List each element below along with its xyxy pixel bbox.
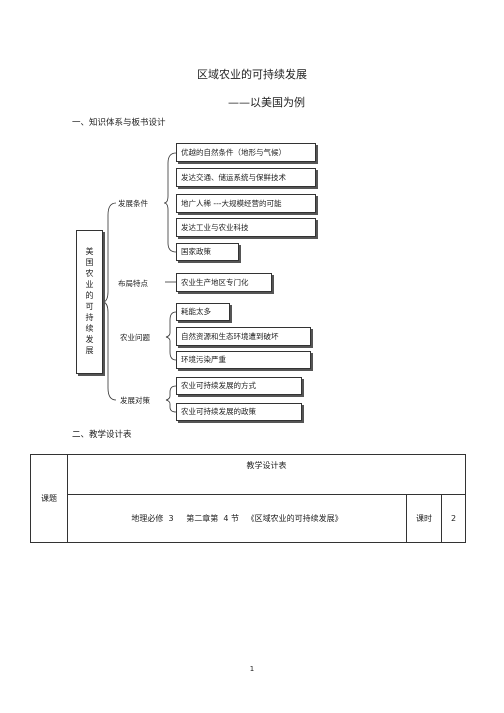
diagram-item-box: 优越的自然条件（地形与气候） bbox=[176, 143, 316, 162]
diagram-item-text: 自然资源和生态环境遭到破坏 bbox=[181, 331, 279, 341]
section-heading-2: 二、教学设计表 bbox=[72, 430, 132, 440]
section-heading-1: 一、知识体系与板书设计 bbox=[72, 118, 166, 128]
diagram-item-box: 耗能太多 bbox=[176, 303, 230, 321]
diagram-item-text: 耗能太多 bbox=[181, 307, 211, 317]
document-title: 区域农业的可持续发展 bbox=[197, 68, 307, 81]
hours-label-cell: 课时 bbox=[406, 494, 442, 543]
diagram-item-text: 发达工业与农业科技 bbox=[181, 222, 249, 232]
diagram-item-text: 农业可持续发展的政策 bbox=[181, 407, 256, 417]
diagram-item-box: 国家政策 bbox=[176, 243, 239, 261]
document-subtitle: ——以美国为例 bbox=[228, 96, 305, 109]
diagram-item-text: 国家政策 bbox=[181, 247, 211, 257]
diagram-item-box: 发达工业与农业科技 bbox=[176, 218, 316, 237]
table-header-cell: 教学设计表 bbox=[67, 454, 466, 495]
diagram-item-text: 农业生产地区专门化 bbox=[181, 277, 249, 287]
diagram-item-text: 优越的自然条件（地形与气候） bbox=[181, 147, 286, 157]
teaching-design-table: 课题 教学设计表 地理必修 3 第二章第 4 节 《区域农业的可持续发展》 课时… bbox=[30, 454, 466, 543]
diagram-item-box: 发达交通、储运系统与保鲜技术 bbox=[176, 168, 316, 187]
diagram-item-box: 农业可持续发展的方式 bbox=[176, 377, 302, 395]
diagram-item-box: 地广人稀 ---大规模经营的可能 bbox=[176, 194, 316, 213]
diagram-root-box: 美国农业的可持续发展 bbox=[76, 230, 103, 374]
topic-value: 地理必修 3 第二章第 4 节 《区域农业的可持续发展》 bbox=[131, 514, 343, 523]
diagram-item-text: 农业可持续发展的方式 bbox=[181, 381, 256, 391]
diagram-item-text: 地广人稀 ---大规模经营的可能 bbox=[181, 198, 282, 208]
diagram-item-box: 自然资源和生态环境遭到破坏 bbox=[176, 327, 311, 346]
branch-label-strategies: 发展对策 bbox=[120, 396, 150, 405]
diagram-item-box: 环境污染严重 bbox=[176, 351, 311, 369]
diagram-item-box: 农业生产地区专门化 bbox=[176, 273, 272, 292]
diagram-item-box: 农业可持续发展的政策 bbox=[176, 403, 302, 421]
branch-label-layout: 布局特点 bbox=[118, 279, 148, 288]
hours-value-cell: 2 bbox=[441, 494, 466, 543]
branch-label-problems: 农业问题 bbox=[120, 333, 150, 342]
branch-label-conditions: 发展条件 bbox=[118, 199, 148, 208]
diagram-item-text: 环境污染严重 bbox=[181, 355, 226, 365]
topic-label-cell: 课题 bbox=[30, 454, 68, 543]
diagram-item-text: 发达交通、储运系统与保鲜技术 bbox=[181, 172, 286, 182]
table-header: 教学设计表 bbox=[246, 461, 287, 470]
hours-label: 课时 bbox=[416, 514, 432, 523]
hours-value: 2 bbox=[450, 514, 457, 523]
page-number: 1 bbox=[249, 665, 255, 673]
diagram-root-label: 美国农业的可持续发展 bbox=[85, 247, 94, 357]
topic-value-cell: 地理必修 3 第二章第 4 节 《区域农业的可持续发展》 bbox=[67, 494, 407, 543]
topic-label: 课题 bbox=[41, 494, 57, 503]
